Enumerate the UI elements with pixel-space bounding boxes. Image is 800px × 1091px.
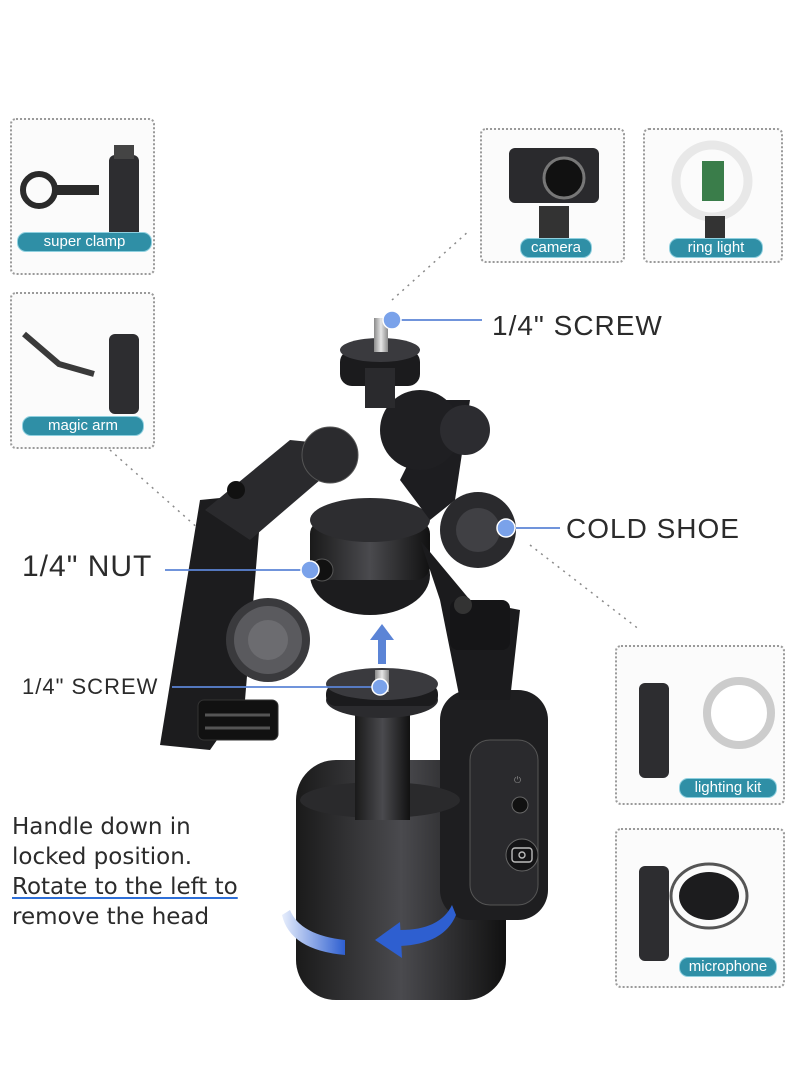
microphone-card: microphone bbox=[615, 828, 785, 988]
microphone-label: microphone bbox=[679, 957, 777, 977]
instruction-line-3: Rotate to the left to bbox=[12, 874, 238, 900]
instructions-text: Handle down in locked position. Rotate t… bbox=[12, 812, 238, 932]
ring-light-card: ring light bbox=[643, 128, 783, 263]
instruction-line-2: locked position. bbox=[12, 844, 193, 870]
bottom-screw-callout: 1/4" SCREW bbox=[22, 674, 159, 699]
super-clamp-illustration bbox=[20, 145, 139, 245]
lighting-kit-illustration bbox=[639, 677, 775, 778]
super-clamp-card: super clamp bbox=[10, 118, 155, 275]
lighting-kit-label: lighting kit bbox=[679, 778, 777, 798]
magic-arm-illustration bbox=[22, 331, 139, 414]
top-screw-callout: 1/4" SCREW bbox=[492, 310, 663, 341]
nut-callout: 1/4" NUT bbox=[22, 550, 153, 583]
tripod-handle: ⏻ bbox=[296, 690, 548, 1000]
instruction-line-4: remove the head bbox=[12, 904, 210, 930]
ring-light-illustration bbox=[671, 140, 753, 241]
upper-bracket bbox=[380, 390, 520, 700]
svg-text:⏻: ⏻ bbox=[514, 775, 521, 786]
up-arrow bbox=[370, 624, 394, 664]
microphone-illustration bbox=[639, 862, 749, 961]
instruction-line-1: Handle down in bbox=[12, 814, 191, 840]
camera-illustration bbox=[509, 148, 599, 241]
rotation-arrows bbox=[282, 905, 456, 958]
ring-light-label: ring light bbox=[669, 238, 763, 258]
lighting-kit-card: lighting kit bbox=[615, 645, 785, 805]
folding-arm bbox=[160, 440, 340, 750]
magic-arm-card: magic arm bbox=[10, 292, 155, 449]
super-clamp-label: super clamp bbox=[17, 232, 152, 252]
top-screw-knob bbox=[340, 318, 420, 408]
camera-label: camera bbox=[520, 238, 592, 258]
callout-dots bbox=[300, 310, 516, 696]
cold-shoe-callout: COLD SHOE bbox=[566, 513, 740, 544]
camera-card: camera bbox=[480, 128, 625, 263]
magic-arm-label: magic arm bbox=[22, 416, 144, 436]
